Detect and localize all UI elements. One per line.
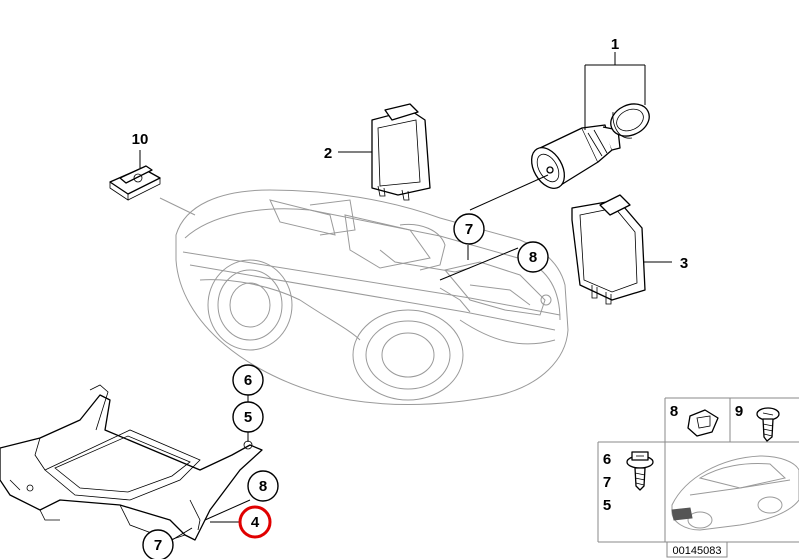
diagram-code-box: 00145083 [666, 541, 728, 558]
svg-text:7: 7 [154, 537, 162, 554]
inset-clip-nut-icon [687, 409, 719, 437]
diagram-code: 00145083 [673, 545, 722, 557]
inset-label-6: 6 [603, 451, 611, 468]
headlight-housing [175, 189, 569, 406]
part-10-clip-nut [109, 165, 196, 216]
callout-7-bottom: 7 [142, 529, 174, 559]
callout-4-highlighted[interactable]: 4 [238, 505, 272, 539]
label-1: 1 [611, 36, 619, 53]
label-3: 3 [680, 255, 688, 272]
svg-text:6: 6 [244, 372, 252, 389]
fastener-inset-panel: 8 9 6 7 5 [597, 397, 799, 543]
svg-text:4: 4 [251, 514, 260, 531]
part-2-bracket [371, 103, 431, 201]
label-2: 2 [324, 145, 332, 162]
svg-text:5: 5 [244, 409, 252, 426]
svg-text:8: 8 [259, 478, 267, 495]
callout-7-top: 7 [453, 213, 485, 245]
callout-8-bottom: 8 [247, 470, 279, 502]
callout-5: 5 [232, 401, 264, 433]
inset-label-5: 5 [603, 497, 611, 514]
inset-label-8: 8 [670, 403, 678, 420]
inset-washer-screw-icon [626, 451, 654, 491]
inset-label-7: 7 [603, 474, 611, 491]
part-1-bulb-assembly [469, 103, 650, 211]
svg-text:8: 8 [529, 249, 537, 266]
part-4-lower-bracket [0, 384, 263, 541]
callout-6: 6 [232, 364, 264, 396]
inset-label-9: 9 [735, 403, 743, 420]
label-10: 10 [132, 131, 149, 148]
part-3-bracket [571, 194, 646, 305]
inset-car-silhouette-icon [671, 455, 799, 531]
callout-8-top: 8 [517, 241, 549, 273]
svg-text:7: 7 [465, 221, 473, 238]
inset-screw-icon [756, 407, 780, 442]
